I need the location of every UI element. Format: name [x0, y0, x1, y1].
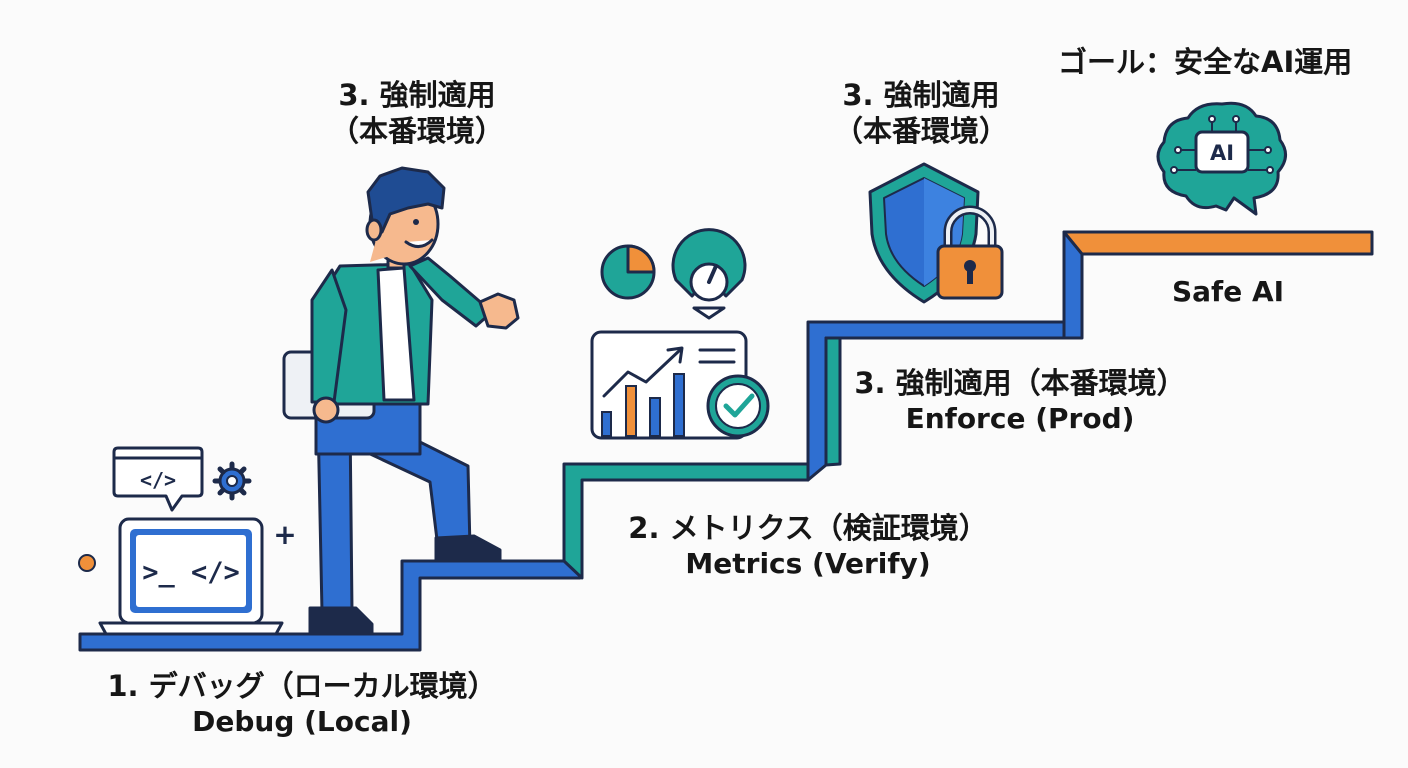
step-metrics-jp: 2. メトリクス（検証環境） [628, 511, 988, 545]
step-metrics-en: Metrics (Verify) [685, 547, 931, 581]
step-debug-en: Debug (Local) [192, 705, 412, 739]
callout-enforce-left-line2: （本番環境） [329, 114, 504, 149]
goal-title: ゴール：安全なAI運用 [1058, 45, 1353, 79]
goal-platform [1062, 230, 1374, 256]
callout-enforce-left: 3. 強制適用 （本番環境） [312, 77, 522, 150]
step-metrics-label: 2. メトリクス（検証環境） Metrics (Verify) [608, 510, 1008, 581]
laptop-icon: >_ </> [98, 517, 284, 636]
stair-riser-top [1062, 230, 1084, 340]
stair-riser-teal [824, 336, 842, 467]
brain-ai-label: AI [1210, 141, 1234, 165]
callout-enforce-right: 3. 強制適用 （本番環境） [816, 77, 1026, 150]
code-bubble-text: </> [140, 468, 176, 492]
gauge-icon [671, 228, 747, 320]
laptop-code-text: >_ </> [142, 557, 240, 588]
step-enforce-en: Enforce (Prod) [905, 402, 1135, 436]
staircase [78, 230, 1374, 652]
check-badge-icon [706, 374, 770, 438]
orange-dot-icon [78, 554, 96, 572]
goal-caption: Safe AI [1172, 275, 1285, 308]
code-bubble-icon: </> [112, 446, 204, 512]
plus-icon: + [273, 518, 296, 551]
person-illustration [282, 166, 520, 636]
step-debug-label: 1. デバッグ（ローカル環境） Debug (Local) [92, 668, 512, 739]
padlock-icon [936, 205, 1004, 300]
step-enforce-jp: 3. 強制適用（本番環境） [854, 366, 1186, 400]
step-debug-jp: 1. デバッグ（ローカル環境） [107, 669, 497, 703]
gear-icon [212, 461, 252, 501]
pie-chart-icon [600, 244, 656, 300]
callout-enforce-left-line1: 3. 強制適用 [338, 78, 496, 112]
ai-brain-icon: AI [1156, 101, 1287, 216]
callout-enforce-right-line1: 3. 強制適用 [842, 78, 1000, 112]
callout-enforce-right-line2: （本番環境） [833, 114, 1008, 149]
step-enforce-label: 3. 強制適用（本番環境） Enforce (Prod) [840, 365, 1200, 436]
